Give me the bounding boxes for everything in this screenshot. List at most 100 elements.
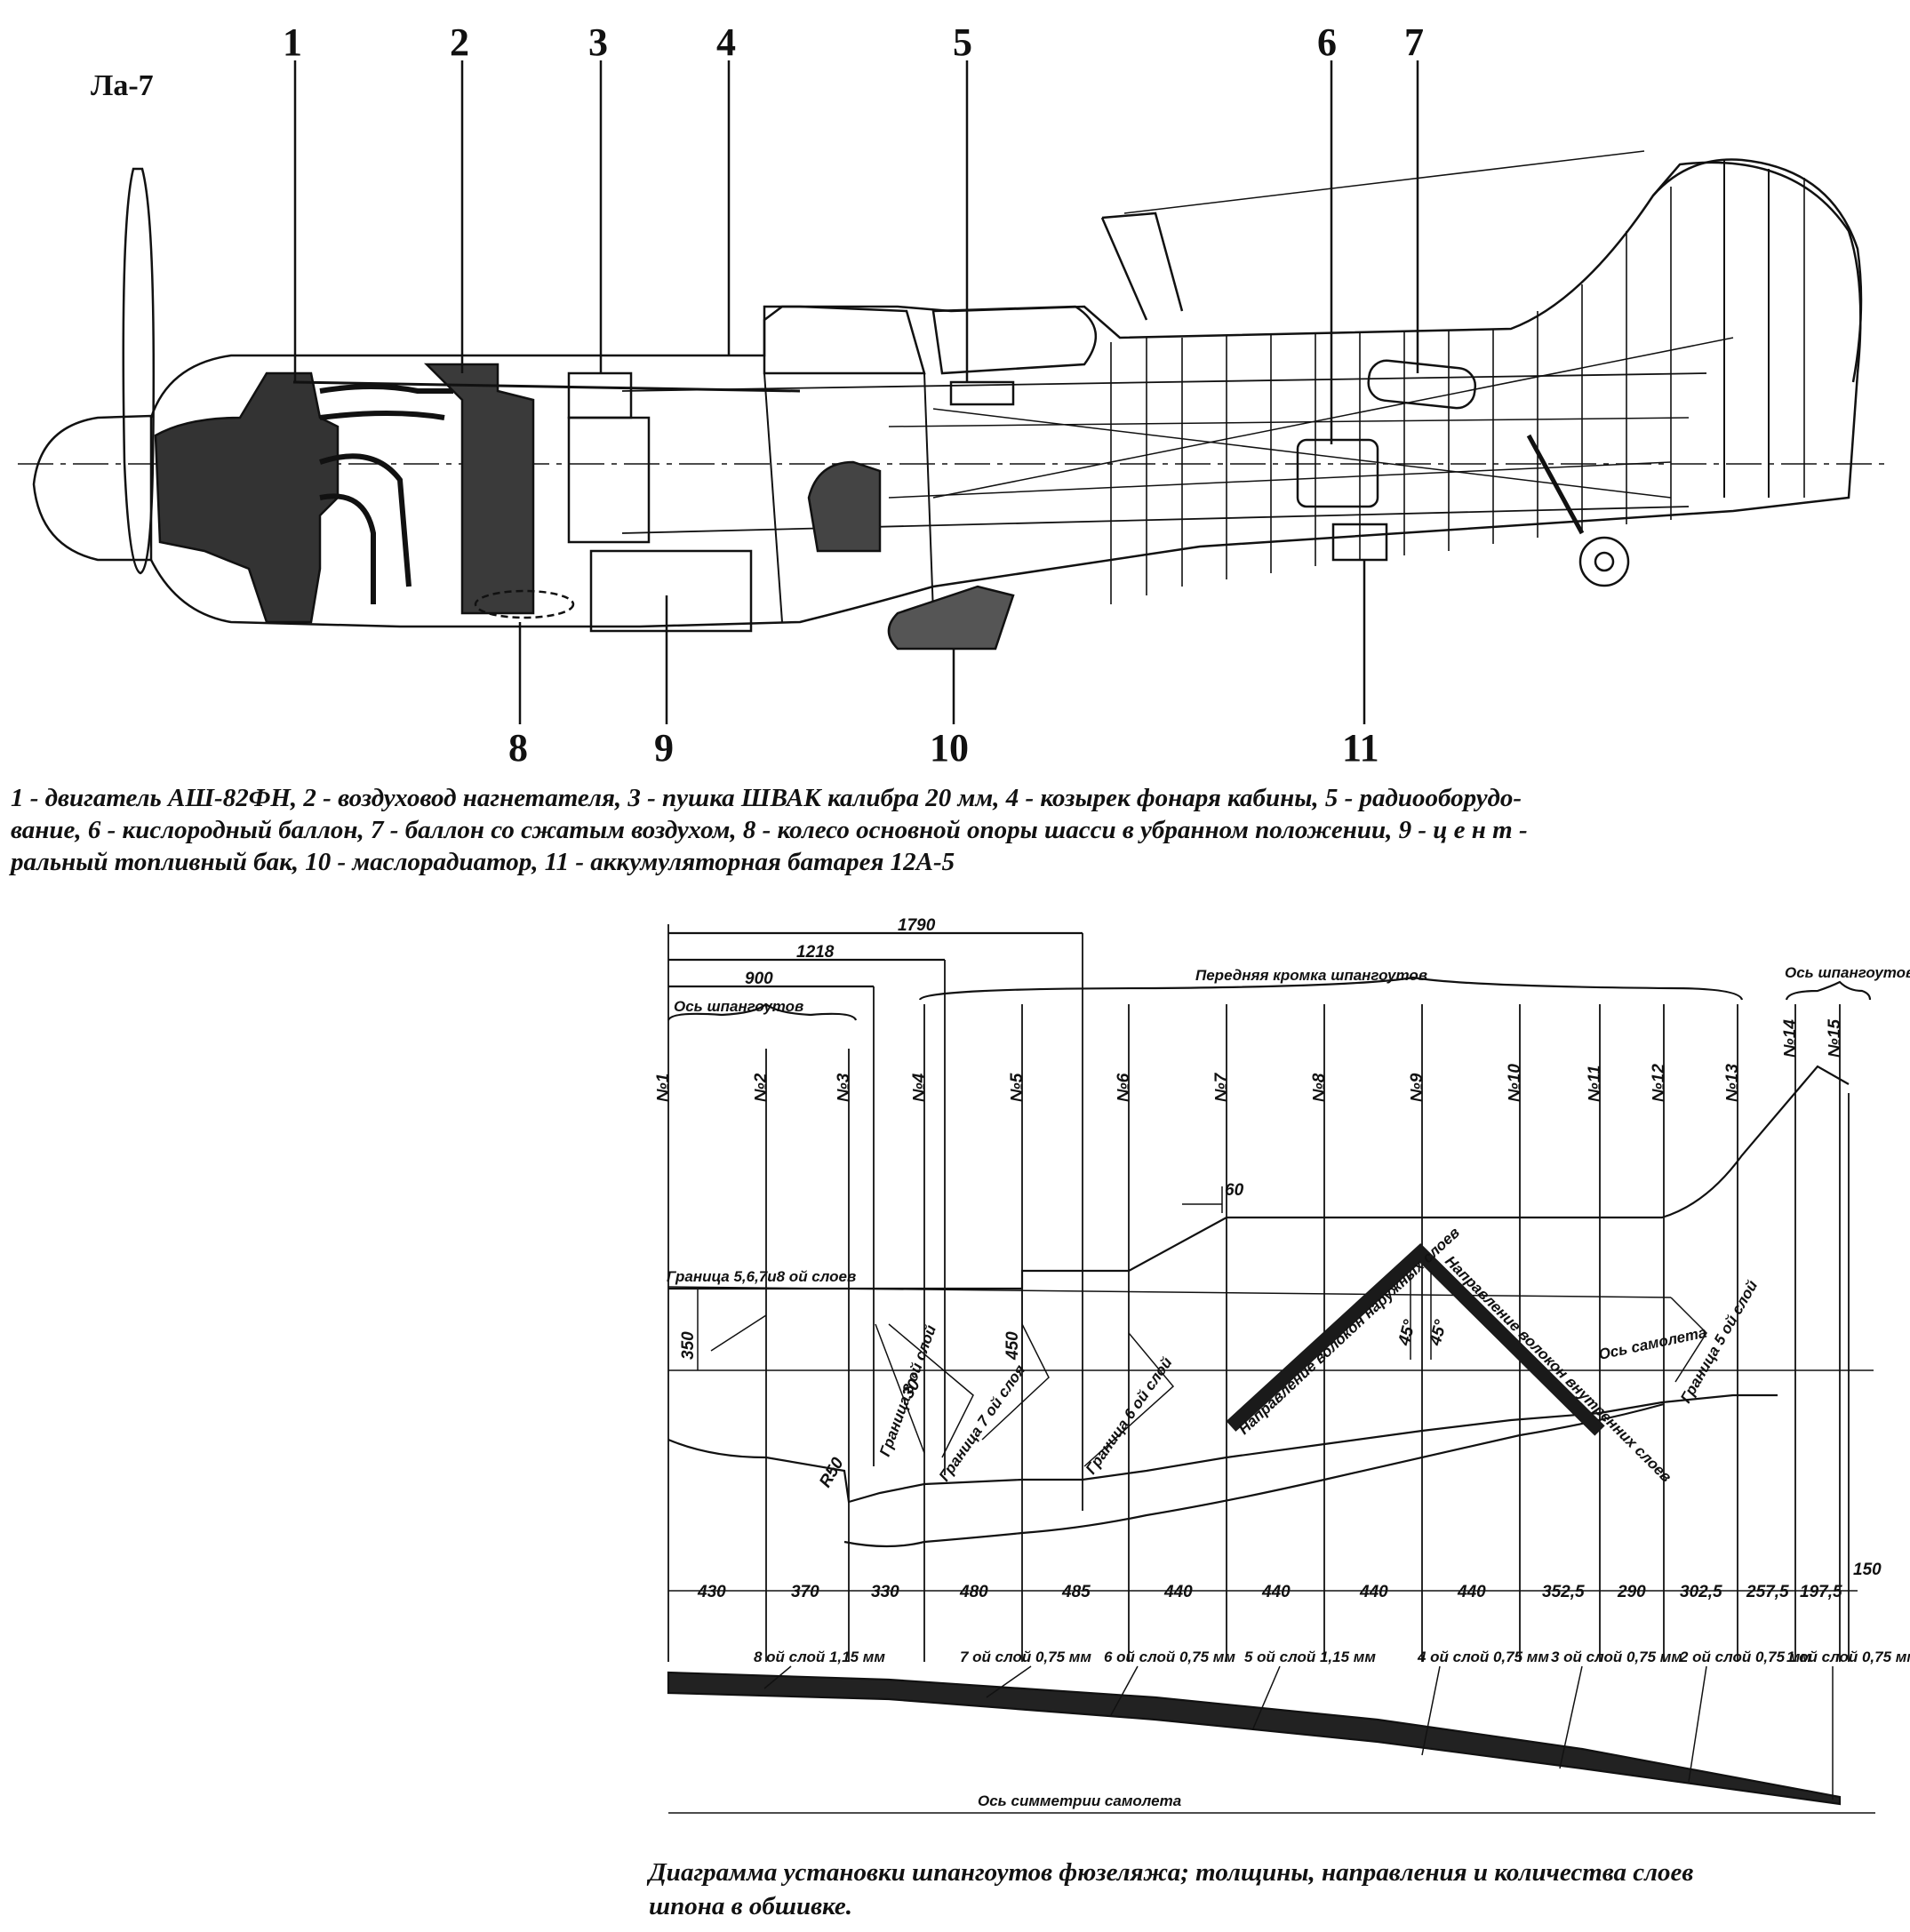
frame-4: №4 bbox=[910, 1073, 929, 1102]
frame-10: №10 bbox=[1506, 1064, 1524, 1102]
radio-equipment bbox=[949, 380, 1015, 406]
border-6-shape bbox=[1083, 1332, 1175, 1467]
layer-3-label: 3 ой слой 0,75 мм bbox=[1551, 1649, 1682, 1665]
fiber-inner-label: Направление волокон внутренних слоев bbox=[1442, 1252, 1674, 1485]
frame-7: №7 bbox=[1212, 1072, 1231, 1102]
frame-9: №9 bbox=[1408, 1073, 1427, 1102]
battery bbox=[1331, 523, 1388, 562]
radius-label: R50 bbox=[816, 1454, 848, 1490]
spacing-430: 430 bbox=[697, 1583, 726, 1601]
tail-wheel bbox=[1578, 536, 1630, 587]
callout-1: 1 bbox=[283, 20, 302, 64]
callout-11: 11 bbox=[1342, 726, 1379, 770]
label-frame-axis-right: Ось шпангоутов bbox=[1785, 964, 1910, 981]
border-7-label: Граница 7 ой слоя bbox=[936, 1361, 1029, 1484]
layer-2-label: 2 ой слой 0,75 мм bbox=[1679, 1649, 1811, 1665]
callout-9: 9 bbox=[654, 726, 674, 770]
diagram-caption: Диаграмма установки шпангоутов фюзеляжа;… bbox=[649, 1856, 1902, 1923]
frame-5: №5 bbox=[1008, 1073, 1027, 1102]
border-5678-label: Граница 5,6,7и8 ой слоев bbox=[667, 1268, 856, 1285]
oxygen-bottle bbox=[1296, 438, 1379, 508]
frame-6: №6 bbox=[1115, 1073, 1133, 1102]
angle-marks bbox=[1410, 1271, 1432, 1360]
callout-5: 5 bbox=[953, 20, 972, 64]
spacing-302-5: 302,5 bbox=[1680, 1583, 1722, 1601]
dim-900: 900 bbox=[745, 970, 773, 988]
dim-60: 60 bbox=[1225, 1181, 1244, 1200]
spacing-290: 290 bbox=[1617, 1583, 1646, 1601]
windscreen bbox=[763, 305, 926, 375]
air-bottle bbox=[1367, 359, 1477, 410]
fin-rudder bbox=[1652, 158, 1863, 383]
callout-8: 8 bbox=[508, 726, 528, 770]
spacing-150: 150 bbox=[1853, 1561, 1882, 1579]
callout-3: 3 bbox=[588, 20, 608, 64]
spacing-480: 480 bbox=[959, 1583, 988, 1601]
border-7-shape bbox=[981, 1323, 1050, 1441]
spacing-440-2: 440 bbox=[1261, 1583, 1291, 1601]
aircraft-title: Ла-7 bbox=[91, 69, 154, 102]
cannon-body bbox=[567, 416, 651, 544]
layer-1-label: 1 ой слой 0,75 мм bbox=[1786, 1649, 1910, 1665]
spacing-257-5: 257,5 bbox=[1746, 1583, 1789, 1601]
dim-450: 450 bbox=[1003, 1331, 1022, 1361]
spacing-440-3: 440 bbox=[1359, 1583, 1388, 1601]
antenna-wire bbox=[1123, 150, 1645, 214]
label-front-edge: Передняя кромка шпангоутов bbox=[1195, 967, 1427, 984]
callout-10: 10 bbox=[930, 726, 969, 770]
dim-1790: 1790 bbox=[898, 916, 936, 935]
callout-2: 2 bbox=[450, 20, 469, 64]
spacing-330: 330 bbox=[871, 1583, 899, 1601]
callout-7: 7 bbox=[1404, 20, 1424, 64]
spacing-370: 370 bbox=[791, 1583, 819, 1601]
callout-6: 6 bbox=[1317, 20, 1337, 64]
layer-6-label: 6 ой слой 0,75 мм bbox=[1104, 1649, 1235, 1665]
brace-right bbox=[1785, 980, 1872, 1001]
layer-8-label: 8 ой слой 1,15 мм bbox=[754, 1649, 885, 1665]
layer-5-label: 5 ой слой 1,15 мм bbox=[1244, 1649, 1376, 1665]
antenna-mast bbox=[1100, 217, 1148, 321]
label-frame-axis-left: Ось шпангоутов bbox=[674, 998, 803, 1015]
aircraft-cutaway: 1 2 3 4 5 6 7 8 9 10 11 bbox=[18, 20, 1884, 770]
frame-13: №13 bbox=[1723, 1064, 1742, 1102]
lower-profile bbox=[667, 1393, 1778, 1504]
border-5-shape bbox=[1670, 1297, 1707, 1383]
pilot-seat bbox=[807, 460, 882, 553]
symmetry-axis-label: Ось симметрии самолета bbox=[978, 1792, 1181, 1809]
frame-11: №11 bbox=[1586, 1066, 1604, 1103]
propeller-blade bbox=[122, 167, 156, 575]
layer-4-label: 4 ой слой 0,75 мм bbox=[1417, 1649, 1549, 1665]
frame-1: №1 bbox=[654, 1074, 673, 1102]
layer-strip bbox=[667, 1671, 1842, 1806]
frame-8: №8 bbox=[1310, 1073, 1329, 1102]
supercharger-duct bbox=[423, 363, 535, 615]
caption-line-3: ральный топливный бак, 10 - маслорадиато… bbox=[11, 848, 955, 876]
dim-1218: 1218 bbox=[796, 943, 835, 962]
caption-line-1: 1 - двигатель АШ-82ФН, 2 - воздуховод на… bbox=[11, 784, 1522, 812]
frame-3: №3 bbox=[835, 1073, 853, 1102]
diagram-caption-line-2: шпона в обшивке. bbox=[649, 1892, 853, 1920]
canopy-glazing bbox=[931, 305, 1098, 375]
brace-front-edge bbox=[918, 976, 1744, 1001]
main-wheel-stowed bbox=[474, 589, 575, 619]
spacing-352-5: 352,5 bbox=[1542, 1583, 1585, 1601]
angle-45-a: 45° bbox=[1395, 1318, 1419, 1349]
layer-7-label: 7 ой слой 0,75 мм bbox=[960, 1649, 1091, 1665]
diagram-caption-line-1: Диаграмма установки шпангоутов фюзеляжа;… bbox=[649, 1858, 1694, 1887]
spacing-440-4: 440 bbox=[1457, 1583, 1486, 1601]
oil-radiator bbox=[887, 585, 1015, 651]
engine bbox=[154, 371, 340, 624]
dim-350: 350 bbox=[679, 1331, 698, 1360]
fiber-chevron bbox=[1226, 1242, 1605, 1436]
frame-15: №15 bbox=[1826, 1019, 1844, 1058]
lower-profile-2 bbox=[843, 1402, 1665, 1548]
spinner bbox=[32, 414, 153, 562]
callout-4: 4 bbox=[716, 20, 736, 64]
frame-2: №2 bbox=[752, 1073, 771, 1102]
spacing-440-1: 440 bbox=[1163, 1583, 1193, 1601]
angle-45-b: 45° bbox=[1426, 1318, 1450, 1349]
spacing-485: 485 bbox=[1061, 1583, 1091, 1601]
cutaway-caption: 1 - двигатель АШ-82ФН, 2 - воздуховод на… bbox=[11, 782, 1904, 878]
spacing-197-5: 197,5 bbox=[1800, 1583, 1842, 1601]
